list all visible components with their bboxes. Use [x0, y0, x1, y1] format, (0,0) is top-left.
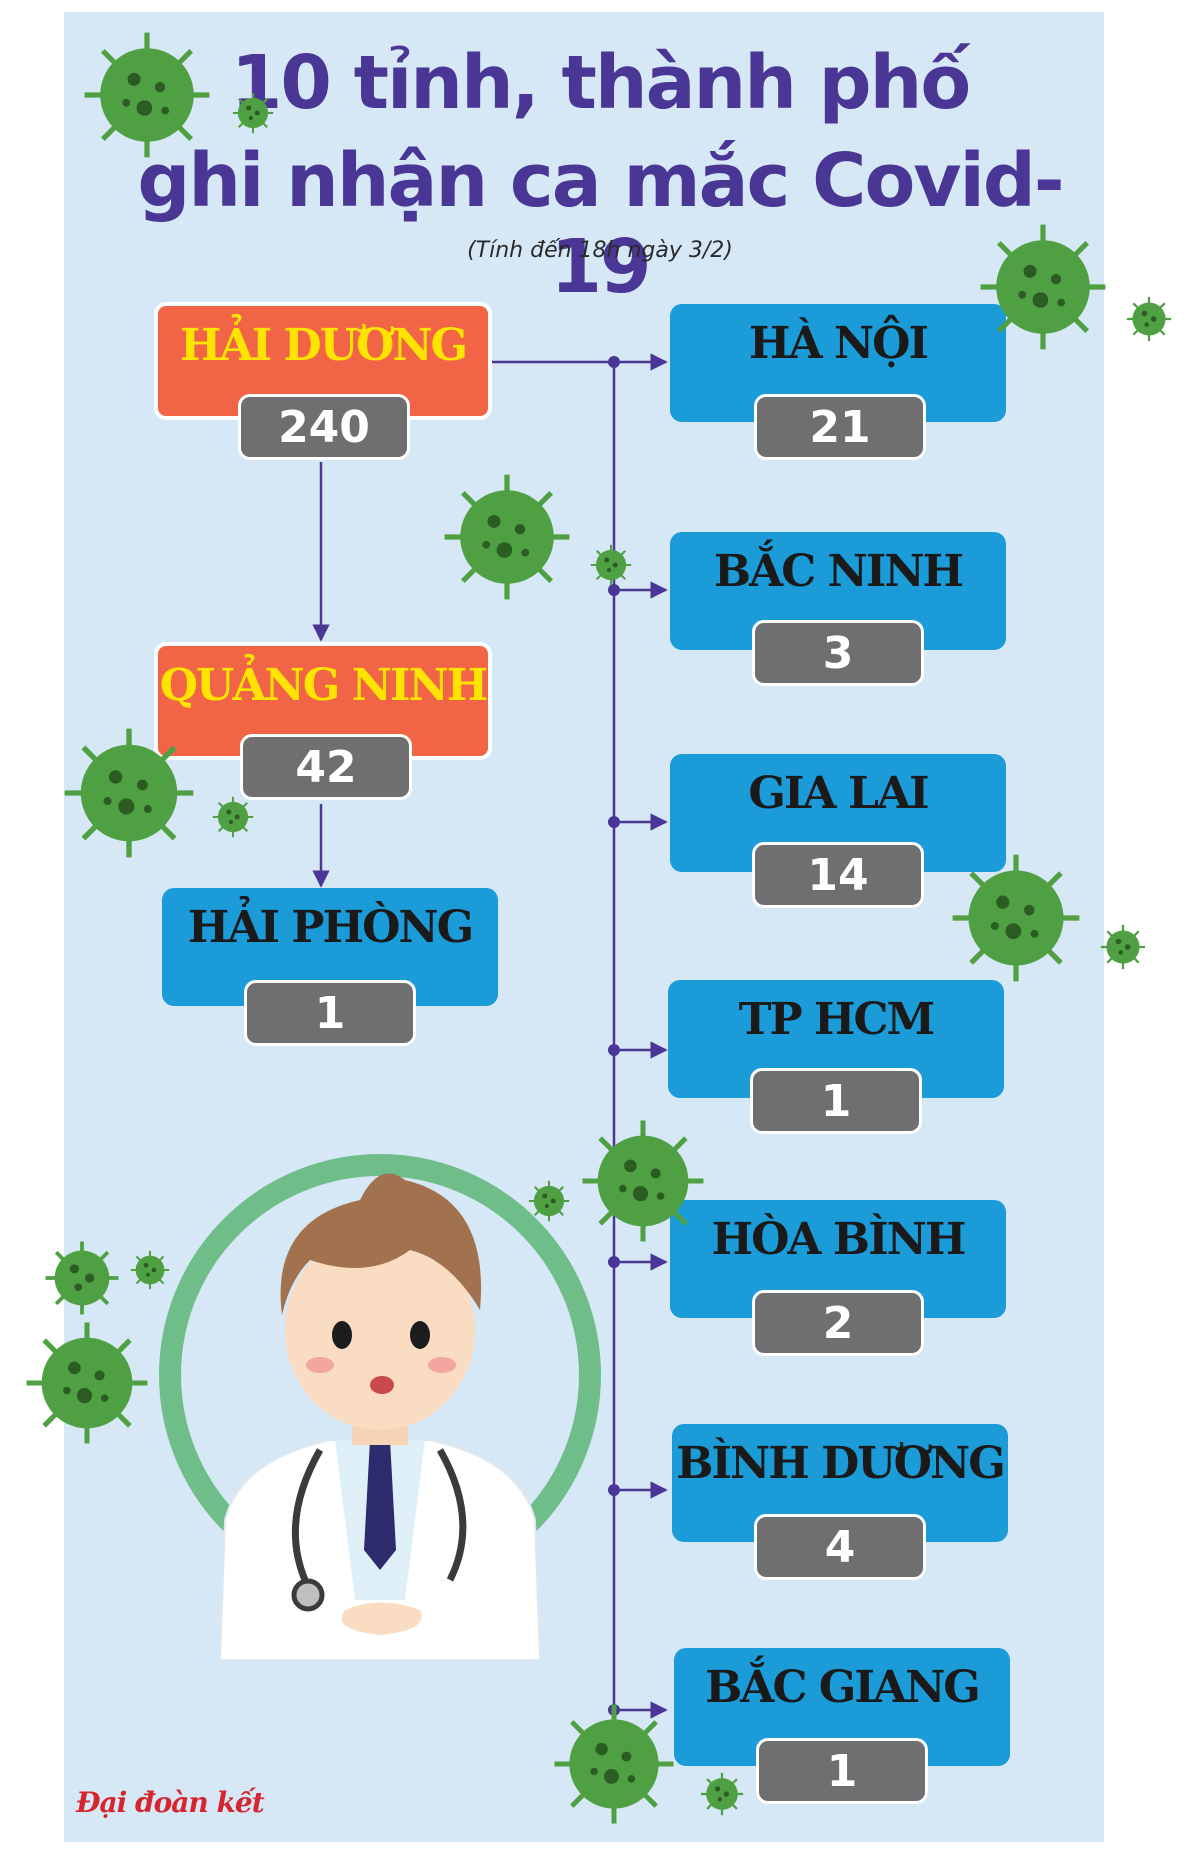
case-count-hoabinh: 2	[752, 1290, 924, 1356]
case-count-gialai: 14	[752, 842, 924, 908]
case-count-bacninh: 3	[752, 620, 924, 686]
doctor-hair	[280, 1173, 482, 1315]
subtitle-date: (Tính đến 18h ngày 3/2)	[467, 238, 733, 263]
virus-icon	[130, 1250, 170, 1290]
province-box-bacninh: BẮC NINH	[670, 532, 1006, 650]
case-count-tphcm: 1	[750, 1068, 922, 1134]
junction-dot	[608, 356, 620, 368]
province-name: QUẢNG NINH	[159, 660, 489, 711]
logo: Đại đoàn kết	[76, 1786, 265, 1819]
virus-icon	[84, 32, 210, 158]
junction-dots	[608, 356, 620, 1716]
title-line-1: 10 tỉnh, thành phố	[230, 40, 971, 126]
stethoscope	[291, 1448, 467, 1582]
doctor-hands	[341, 1602, 422, 1635]
virus-icon	[212, 796, 254, 838]
virus-icon	[582, 1120, 704, 1242]
province-name: HẢI DƯƠNG	[179, 320, 468, 371]
junction-dot	[608, 816, 620, 828]
province-name: BẮC GIANG	[705, 1662, 981, 1713]
virus-icon	[232, 92, 274, 134]
virus-icon	[590, 544, 632, 586]
virus-icon	[528, 1180, 570, 1222]
junction-dot	[608, 1044, 620, 1056]
case-count-haiphong: 1	[244, 980, 416, 1046]
case-count-binhduong: 4	[754, 1514, 926, 1580]
virus-icon	[980, 224, 1106, 350]
junction-dot	[608, 1484, 620, 1496]
case-count-haiduong: 240	[238, 394, 410, 460]
case-count-hanoi: 21	[754, 394, 926, 460]
province-name: HÀ NỘI	[748, 318, 929, 369]
province-box-bacgiang: BẮC GIANG	[674, 1648, 1010, 1766]
doctor-tie	[364, 1440, 396, 1570]
virus-icon	[26, 1322, 148, 1444]
title-line-2: ghi nhận ca mắc Covid-19	[137, 138, 1064, 310]
virus-icon	[64, 728, 194, 858]
junction-dot	[608, 1256, 620, 1268]
province-name: HẢI PHÒNG	[187, 902, 474, 953]
virus-icon	[444, 474, 570, 600]
province-name: TP HCM	[738, 994, 935, 1045]
virus-icon	[45, 1241, 119, 1315]
province-name: BÌNH DƯƠNG	[676, 1438, 1006, 1489]
virus-icon	[700, 1772, 744, 1816]
stethoscope-head	[291, 1578, 325, 1612]
virus-icon	[554, 1704, 674, 1824]
virus-icon	[952, 854, 1080, 982]
doctor-mouth	[370, 1376, 394, 1394]
case-count-quangninh: 42	[240, 734, 412, 800]
virus-icon	[1100, 924, 1146, 970]
doctor-cheek-left	[306, 1357, 334, 1373]
doctor-eye-left	[332, 1321, 352, 1349]
province-name: HÒA BÌNH	[711, 1214, 967, 1265]
doctor-face	[285, 1230, 475, 1430]
doctor-eye-right	[410, 1321, 430, 1349]
case-count-bacgiang: 1	[756, 1738, 928, 1804]
virus-icon	[1126, 296, 1172, 342]
province-name: BẮC NINH	[713, 546, 964, 597]
province-name: GIA LAI	[748, 768, 929, 819]
doctor-cheek-right	[428, 1357, 456, 1373]
junction-dot	[608, 584, 620, 596]
doctor-illustration	[159, 1154, 601, 1660]
